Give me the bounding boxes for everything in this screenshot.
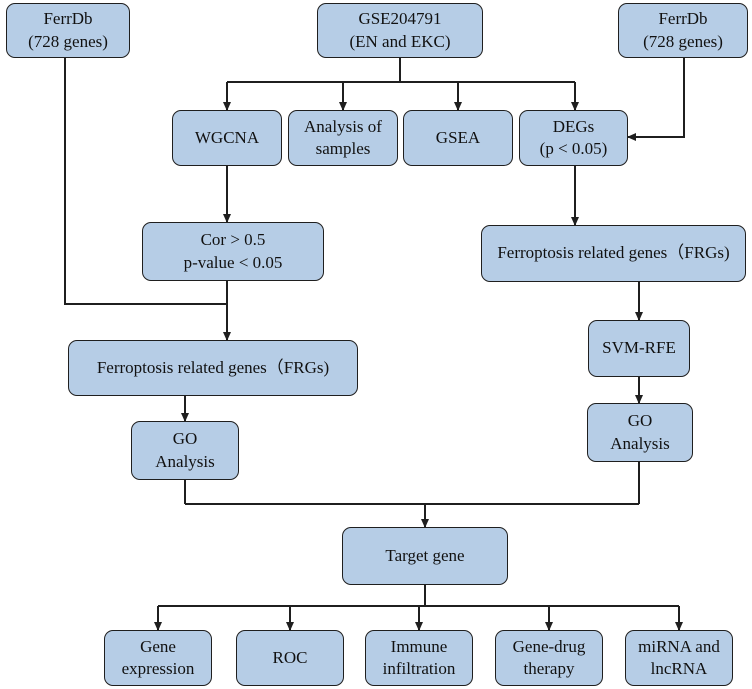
frgs-left-label: Ferroptosis related genes（FRGs) <box>96 357 330 377</box>
gene-expression-line-1: Gene <box>140 636 176 656</box>
arrow-ferrdb-right-to-degs <box>627 58 685 141</box>
mirna-lncrna-box: miRNA and lncRNA <box>625 630 733 686</box>
ferrdb-right-title: FerrDb <box>658 9 708 29</box>
gene-expression-line-2: expression <box>121 659 195 678</box>
frgs-left-box: Ferroptosis related genes（FRGs) <box>68 340 358 396</box>
mirna-line-1: miRNA and <box>638 636 720 656</box>
go-right-line-1: GO <box>627 411 653 431</box>
ferrdb-right-subtitle: (728 genes) <box>643 31 723 51</box>
gsea-box: GSEA <box>403 110 513 166</box>
gsea-label: GSEA <box>435 127 481 147</box>
go-left-line-1: GO <box>172 429 198 449</box>
mirna-line-2: lncRNA <box>650 659 708 678</box>
frgs-right-label: Ferroptosis related genes（FRGs) <box>497 243 730 263</box>
immune-infiltration-box: Immune infiltration <box>365 630 473 686</box>
wgcna-label: WGCNA <box>194 127 260 147</box>
analysis-of-samples-box: Analysis of samples <box>288 110 398 166</box>
analysis-line-1: Analysis of <box>304 116 382 136</box>
gene-drug-line-1: Gene-drug <box>512 636 586 656</box>
ferrdb-left-box: FerrDb (728 genes) <box>6 3 130 58</box>
cor-box: Cor > 0.5 p-value < 0.05 <box>142 222 324 281</box>
target-gene-box: Target gene <box>342 527 508 585</box>
go-left-box: GO Analysis <box>131 421 239 480</box>
immune-line-1: Immune <box>390 636 448 656</box>
gse-box: GSE204791 (EN and EKC) <box>317 3 483 58</box>
go-right-box: GO Analysis <box>587 403 693 462</box>
cor-line-2: p-value < 0.05 <box>183 252 283 272</box>
roc-box: ROC <box>236 630 344 686</box>
target-gene-label: Target gene <box>385 545 465 565</box>
frgs-right-box: Ferroptosis related genes（FRGs) <box>481 225 746 282</box>
gse-title: GSE204791 <box>358 9 442 29</box>
cor-line-1: Cor > 0.5 <box>200 230 266 250</box>
gene-drug-therapy-box: Gene-drug therapy <box>495 630 603 686</box>
degs-title: DEGs <box>552 116 595 136</box>
gene-drug-line-2: therapy <box>523 659 575 678</box>
ferrdb-left-subtitle: (728 genes) <box>28 31 108 51</box>
ferrdb-right-box: FerrDb (728 genes) <box>618 3 748 58</box>
degs-subtitle: (p < 0.05) <box>539 139 608 158</box>
ferrdb-left-title: FerrDb <box>43 9 93 29</box>
go-left-line-2: Analysis <box>155 451 215 471</box>
svm-rfe-box: SVM-RFE <box>588 320 690 377</box>
go-right-line-2: Analysis <box>610 433 670 453</box>
immune-line-2: infiltration <box>382 659 456 678</box>
connector-ferrdb-left-down <box>64 58 227 305</box>
svm-rfe-label: SVM-RFE <box>602 338 676 358</box>
gse-subtitle: (EN and EKC) <box>349 31 451 51</box>
roc-label: ROC <box>272 647 308 667</box>
gene-expression-box: Gene expression <box>104 630 212 686</box>
wgcna-box: WGCNA <box>172 110 282 166</box>
analysis-line-2: samples <box>315 139 371 158</box>
degs-box: DEGs (p < 0.05) <box>519 110 628 166</box>
